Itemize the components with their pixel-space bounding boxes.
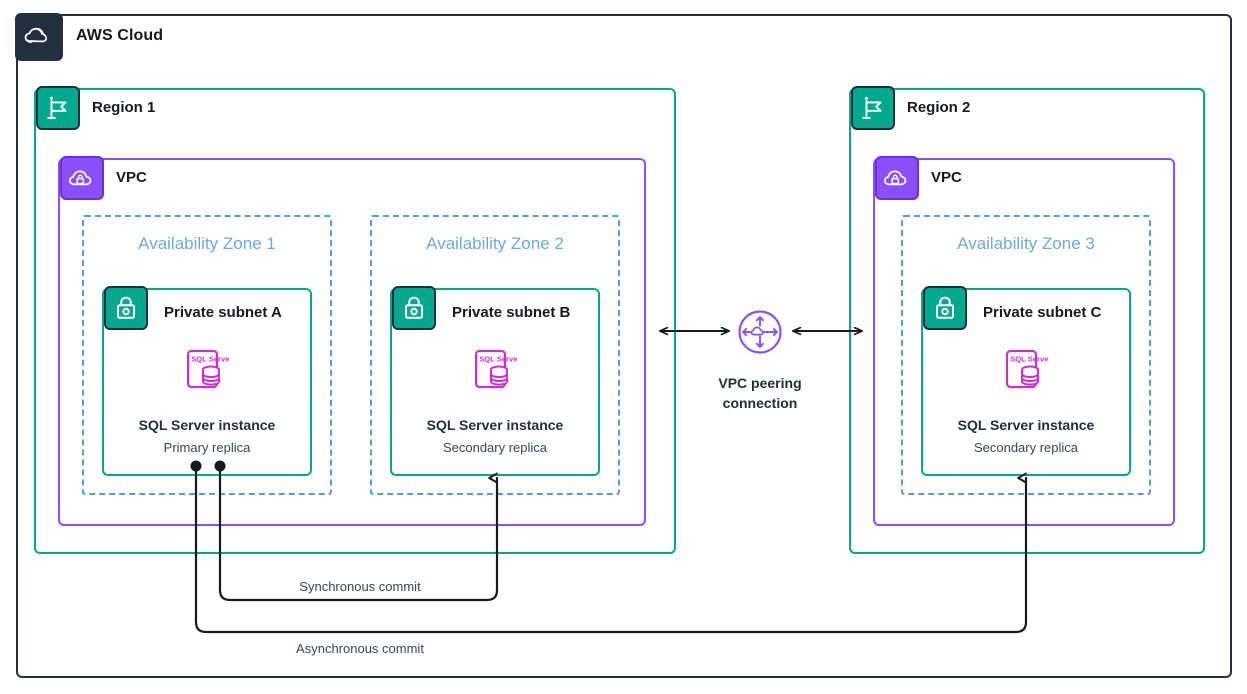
svg-text:SQL Server: SQL Server [1010,355,1048,364]
private-subnet-lock-icon [104,286,148,330]
private-subnet-c-label: Private subnet C [983,304,1102,321]
sql-instance-a-title: SQL Server instance [138,417,276,433]
sql-instance-c-title: SQL Server instance [957,417,1095,433]
asynchronous-commit-label: Asynchronous commit [262,641,458,656]
vpc-peering-label-line2: connection [722,395,798,412]
sql-server-icon: SQL Server [1002,345,1050,393]
region-2-vpc-label: VPC [931,169,962,186]
region-1-label: Region 1 [92,99,156,116]
svg-text:SQL Server: SQL Server [479,355,517,364]
svg-text:SQL Server: SQL Server [191,355,229,364]
vpc-cloud-lock-icon [875,156,919,200]
vpc-cloud-lock-icon [60,156,104,200]
private-subnet-b-label: Private subnet B [452,304,571,321]
sql-instance-b-title: SQL Server instance [426,417,564,433]
sql-server-icon: SQL Server [183,345,231,393]
sql-instance-a-subtitle: Primary replica [163,440,251,455]
aws-cloud-icon [15,13,63,61]
synchronous-commit-label: Synchronous commit [262,579,458,594]
availability-zone-3-label: Availability Zone 3 [957,234,1095,253]
region-2-label: Region 2 [907,99,971,116]
region-flag-icon [36,86,80,130]
availability-zone-1-label: Availability Zone 1 [138,234,276,253]
region-1-vpc-label: VPC [116,169,147,186]
vpc-peering-icon[interactable] [737,309,783,355]
vpc-peering-label: VPC peering connection [660,373,860,414]
private-subnet-lock-icon [923,286,967,330]
aws-cloud-label: AWS Cloud [76,27,164,44]
region-flag-icon [851,86,895,130]
sql-server-icon: SQL Server [471,345,519,393]
availability-zone-2-label: Availability Zone 2 [426,234,564,253]
private-subnet-lock-icon [392,286,436,330]
sql-instance-b-subtitle: Secondary replica [442,440,548,455]
private-subnet-a-label: Private subnet A [164,304,282,321]
sql-instance-c-subtitle: Secondary replica [973,440,1079,455]
vpc-peering-label-line1: VPC peering [718,375,802,391]
